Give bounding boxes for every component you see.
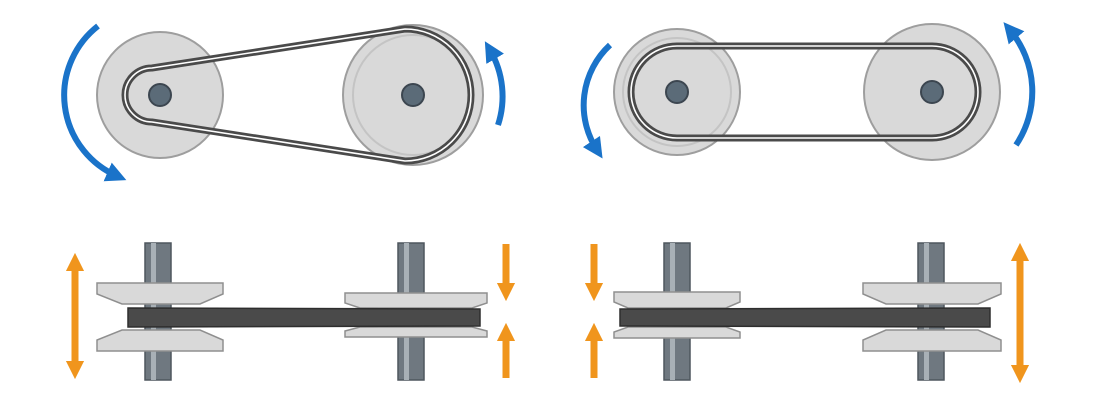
top-view-configuration-2	[580, 22, 1036, 161]
large-pulley-hub	[401, 83, 425, 107]
sheave-lower-half	[96, 329, 224, 352]
drive-belt-inner-line	[630, 45, 979, 139]
side-view-configuration-2	[584, 242, 1030, 384]
top-view-configuration-1	[61, 23, 506, 182]
side-view-configuration-1	[65, 242, 516, 381]
sheave-upper-half	[613, 291, 741, 309]
drive-belt	[619, 307, 991, 328]
sheave-lower-half	[862, 329, 1002, 352]
curved-arrow-icon	[61, 23, 127, 182]
large-pulley-groove	[622, 37, 732, 147]
drive-belt	[127, 307, 481, 328]
small-pulley-hub	[148, 83, 172, 107]
sheave-upper-half	[862, 282, 1002, 305]
drive-belt-inner-line	[124, 28, 472, 162]
sheave-upper-half	[344, 292, 488, 309]
curved-arrow-icon	[484, 41, 506, 126]
curved-arrow-icon	[1003, 22, 1036, 147]
large-pulley-hub	[665, 80, 689, 104]
sheave-lower-half	[344, 326, 488, 338]
curved-arrow-icon	[580, 42, 613, 159]
small-pulley-hub	[920, 80, 944, 104]
sheave-upper-half	[96, 282, 224, 305]
sheave-lower-half	[613, 326, 741, 339]
